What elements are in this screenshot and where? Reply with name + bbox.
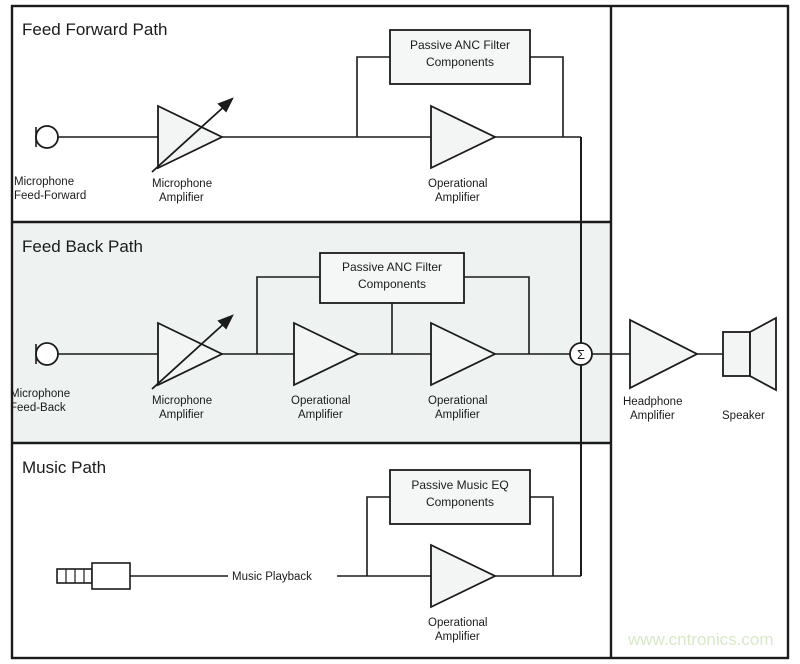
microphone-feed-back-label-line1: Microphone — [10, 388, 70, 400]
fb-operational-amplifier-1-label-line2: Amplifier — [298, 409, 343, 421]
wire-music-eq-right-leg — [530, 496, 554, 576]
microphone-feed-forward-symbol — [35, 125, 59, 149]
music-operational-amplifier-symbol — [430, 543, 498, 609]
music-passive-eq-box — [389, 469, 531, 525]
music-operational-amplifier-label-line2: Amplifier — [435, 631, 480, 643]
music-passive-eq-label-line2: Components — [426, 495, 494, 509]
fb-operational-amplifier-2-label-line2: Amplifier — [435, 409, 480, 421]
audio-jack-icon — [56, 562, 131, 590]
microphone-feed-forward-label-line2: Feed-Forward — [14, 190, 86, 202]
fb-operational-amplifier-1-symbol — [293, 321, 361, 387]
music-section-title: Music Path — [22, 458, 106, 477]
ff-microphone-amplifier-symbol — [151, 97, 234, 173]
wire-fb-filter-right-leg — [464, 276, 530, 354]
fb-passive-anc-filter-label-line2: Components — [358, 277, 426, 291]
fb-operational-amplifier-1-label-line1: Operational — [291, 395, 350, 407]
microphone-feed-forward-label-line1: Microphone — [14, 176, 74, 188]
fb-passive-anc-filter-label-line1: Passive ANC Filter — [342, 260, 442, 274]
site-watermark: www.cntronics.com — [627, 630, 773, 649]
wire-fb-filter-left-leg — [256, 276, 320, 354]
ff-operational-amplifier-label-line2: Amplifier — [435, 192, 480, 204]
fb-microphone-amplifier-symbol — [151, 314, 234, 390]
music-operational-amplifier-label-line1: Operational — [428, 617, 487, 629]
ff-passive-anc-filter-label-line2: Components — [426, 55, 494, 69]
ff-microphone-amplifier-label-line1: Microphone — [152, 178, 212, 190]
summing-junction-glyph: Σ — [577, 347, 585, 362]
ff-operational-amplifier-symbol — [430, 104, 498, 170]
microphone-feed-back-symbol — [35, 342, 59, 366]
fb-operational-amplifier-2-label-line1: Operational — [428, 395, 487, 407]
ff-passive-anc-filter-label-line1: Passive ANC Filter — [410, 38, 510, 52]
wire-ff-filter-right-leg — [530, 56, 564, 137]
fb-microphone-amplifier-label-line2: Amplifier — [159, 409, 204, 421]
fb-passive-anc-filter-box — [319, 252, 465, 304]
headphone-amplifier-symbol — [629, 318, 699, 390]
diagram-outer-frame — [10, 4, 790, 660]
headphone-amplifier-label-line1: Headphone — [623, 396, 682, 408]
wire-music-eq-left-leg — [366, 496, 390, 576]
speaker-label: Speaker — [722, 410, 765, 422]
summing-junction-symbol: Σ — [569, 342, 593, 366]
fb-microphone-amplifier-label-line1: Microphone — [152, 395, 212, 407]
microphone-feed-back-label-line2: Feed-Back — [10, 402, 66, 414]
fb-operational-amplifier-2-symbol — [430, 321, 498, 387]
ff-operational-amplifier-label-line1: Operational — [428, 178, 487, 190]
ff-passive-anc-filter-box — [389, 29, 531, 85]
wire-ff-filter-left-leg — [356, 56, 390, 137]
feed-forward-section-title: Feed Forward Path — [22, 20, 168, 39]
music-passive-eq-label-line1: Passive Music EQ — [411, 478, 508, 492]
headphone-amplifier-label-line2: Amplifier — [630, 410, 675, 422]
speaker-symbol — [722, 316, 777, 392]
ff-microphone-amplifier-label-line2: Amplifier — [159, 192, 204, 204]
music-playback-label: Music Playback — [232, 571, 312, 583]
feed-back-section-title: Feed Back Path — [22, 237, 143, 256]
